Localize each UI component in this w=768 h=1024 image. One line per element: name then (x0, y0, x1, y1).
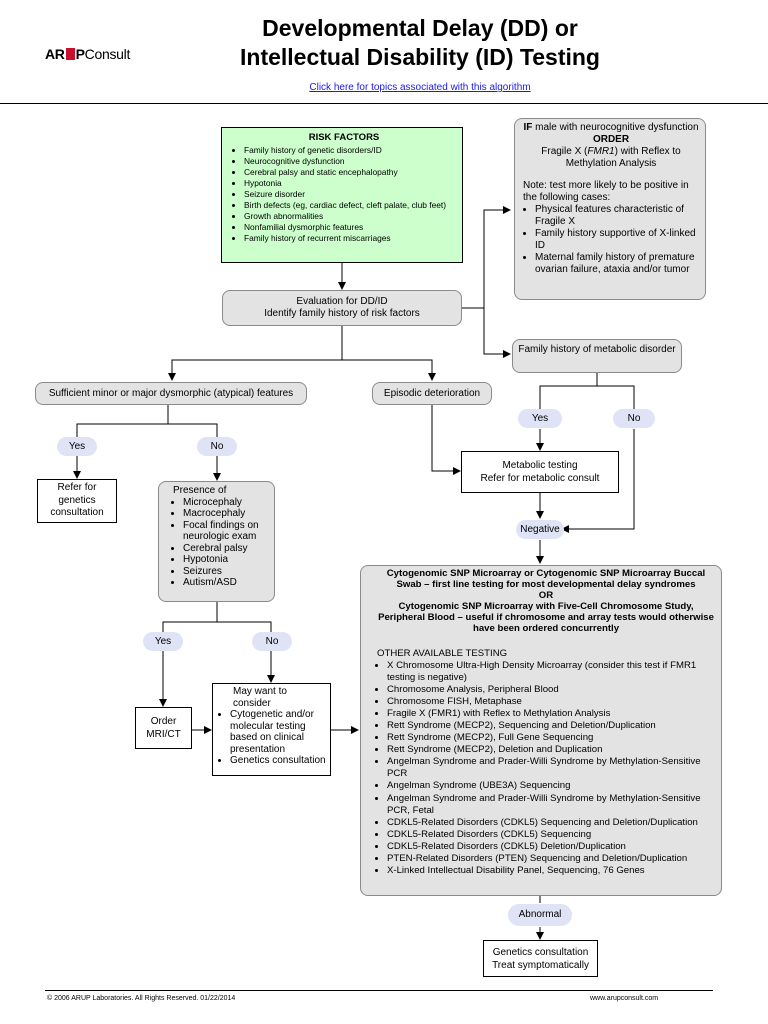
other-test-item: CDKL5-Related Disorders (CDKL5) Sequenci… (387, 829, 715, 841)
metabolic-testing-box: Metabolic testing Refer for metabolic co… (461, 451, 619, 493)
consider-box: May want to consider Cytogenetic and/or … (212, 683, 331, 776)
evaluation-box: Evaluation for DD/ID Identify family his… (222, 290, 462, 326)
fragile-x-order-label: ORDER (592, 134, 630, 145)
risk-factor-item: Family history of recurrent miscarriages (244, 233, 456, 244)
fragile-x-condition: IF male with neurocognitive dysfunction (523, 122, 699, 133)
other-test-item: Fragile X (FMR1) with Reflex to Methylat… (387, 708, 715, 720)
yes-presence-label: Yes (143, 632, 183, 651)
no-presence-label: No (252, 632, 292, 651)
genetics-consultation-box: Genetics consultation Treat symptomatica… (483, 940, 598, 977)
metabolic-history-box: Family history of metabolic disorder (512, 339, 682, 373)
presence-list: Microcephaly Macrocephaly Focal findings… (173, 497, 270, 589)
risk-factor-item: Growth abnormalities (244, 211, 456, 222)
presence-of-box: Presence of Microcephaly Macrocephaly Fo… (158, 481, 275, 602)
risk-factor-item: Cerebral palsy and static encephalopathy (244, 167, 456, 178)
fragile-x-test: Fragile X (FMR1) with Reflex to Methylat… (541, 146, 681, 169)
no-metabolic-label: No (613, 409, 655, 428)
risk-factor-item: Nonfamilial dysmorphic features (244, 222, 456, 233)
other-test-item: Chromosome Analysis, Peripheral Blood (387, 684, 715, 696)
consider-item: Genetics consultation (230, 755, 326, 767)
consider-title: May want to consider (233, 686, 287, 709)
fragile-x-case-item: Family history supportive of X-linked ID (535, 228, 699, 252)
risk-factor-item: Seizure disorder (244, 189, 456, 200)
other-testing-list: X Chromosome Ultra-High Density Microarr… (377, 660, 715, 878)
risk-factors-list: Family history of genetic disorders/ID N… (232, 145, 456, 244)
arrow-to-dysmorphic (168, 326, 343, 381)
order-mri-box: Order MRI/CT (135, 707, 192, 749)
line-metabolic-no (597, 385, 635, 409)
dysmorphic-features-box: Sufficient minor or major dysmorphic (at… (35, 382, 307, 405)
other-test-item: Angelman Syndrome and Prader-Willi Syndr… (387, 793, 715, 817)
line-presence-no (217, 621, 272, 632)
risk-factor-item: Hypotonia (244, 178, 456, 189)
logo-mark-icon (65, 48, 75, 60)
episodic-deterioration-box: Episodic deterioration (372, 382, 492, 405)
other-testing-heading: OTHER AVAILABLE TESTING (377, 648, 508, 659)
refer-genetics-box: Refer for genetics consultation (37, 479, 117, 523)
presence-item: Macrocephaly (183, 508, 270, 520)
presence-item: Cerebral palsy (183, 543, 270, 555)
cytogenomic-or: OR (538, 590, 554, 601)
risk-factor-item: Birth defects (eg, cardiac defect, cleft… (244, 200, 456, 211)
arrow-to-episodic (342, 359, 436, 381)
fragile-x-case-item: Physical features characteristic of Frag… (535, 204, 699, 228)
header-divider (0, 103, 768, 104)
other-test-item: CDKL5-Related Disorders (CDKL5) Deletion… (387, 841, 715, 853)
copyright-text: © 2006 ARUP Laboratories. All Rights Res… (47, 995, 236, 1002)
line-metabolic-yes (539, 372, 598, 409)
footer-website: www.arupconsult.com (590, 995, 659, 1002)
fragile-x-case-list: Physical features characteristic of Frag… (523, 204, 699, 276)
other-test-item: Angelman Syndrome (UBE3A) Sequencing (387, 780, 715, 792)
line-dysmorphic-yes (76, 404, 169, 437)
presence-item: Autism/ASD (183, 577, 270, 589)
arrow-no-to-negative (561, 429, 635, 533)
fragile-x-note: Note: test more likely to be positive in… (523, 180, 689, 203)
page-title: Developmental Delay (DD) or Intellectual… (240, 15, 600, 70)
risk-factor-item: Neurocognitive dysfunction (244, 156, 456, 167)
presence-item: Microcephaly (183, 497, 270, 509)
other-test-item: Rett Syndrome (MECP2), Sequencing and De… (387, 720, 715, 732)
arrow-to-metabolic-history (483, 308, 511, 358)
presence-item: Focal findings on neurologic exam (183, 520, 270, 543)
consider-list: Cytogenetic and/or molecular testing bas… (219, 709, 326, 767)
presence-title: Presence of (173, 485, 227, 496)
risk-factors-title: RISK FACTORS (308, 132, 380, 143)
fragile-x-case-item: Maternal family history of premature ova… (535, 252, 699, 276)
presence-item: Hypotonia (183, 554, 270, 566)
arrow-episodic-to-metabolic-test (431, 405, 461, 475)
other-test-item: X Chromosome Ultra-High Density Microarr… (387, 660, 715, 684)
abnormal-label: Abnormal (508, 904, 572, 926)
other-test-item: CDKL5-Related Disorders (CDKL5) Sequenci… (387, 817, 715, 829)
cytogenomic-alternative: Cytogenomic SNP Microarray with Five-Cel… (378, 601, 714, 634)
other-test-item: Chromosome FISH, Metaphase (387, 696, 715, 708)
consider-item: Cytogenetic and/or molecular testing bas… (230, 709, 326, 755)
risk-factor-item: Family history of genetic disorders/ID (244, 145, 456, 156)
line-presence-yes (162, 601, 218, 632)
other-test-item: X-Linked Intellectual Disability Panel, … (387, 865, 715, 877)
cytogenomic-testing-box: Cytogenomic SNP Microarray or Cytogenomi… (360, 565, 722, 896)
negative-label: Negative (516, 520, 564, 539)
yes-dysmorphic-label: Yes (57, 437, 97, 456)
yes-metabolic-label: Yes (518, 409, 562, 428)
topics-link[interactable]: Click here for topics associated with th… (309, 82, 531, 93)
other-test-item: PTEN-Related Disorders (PTEN) Sequencing… (387, 853, 715, 865)
footer-divider (45, 990, 713, 991)
other-test-item: Rett Syndrome (MECP2), Full Gene Sequenc… (387, 732, 715, 744)
other-test-item: Rett Syndrome (MECP2), Deletion and Dupl… (387, 744, 715, 756)
arrow-to-fragile-x (461, 206, 511, 309)
other-test-item: Angelman Syndrome and Prader-Willi Syndr… (387, 756, 715, 780)
presence-item: Seizures (183, 566, 270, 578)
risk-factors-box: RISK FACTORS Family history of genetic d… (221, 127, 463, 263)
cytogenomic-first-line: Cytogenomic SNP Microarray or Cytogenomi… (386, 568, 706, 590)
no-dysmorphic-label: No (197, 437, 237, 456)
fragile-x-box: IF male with neurocognitive dysfunction … (514, 118, 706, 300)
line-dysmorphic-no (168, 423, 218, 437)
